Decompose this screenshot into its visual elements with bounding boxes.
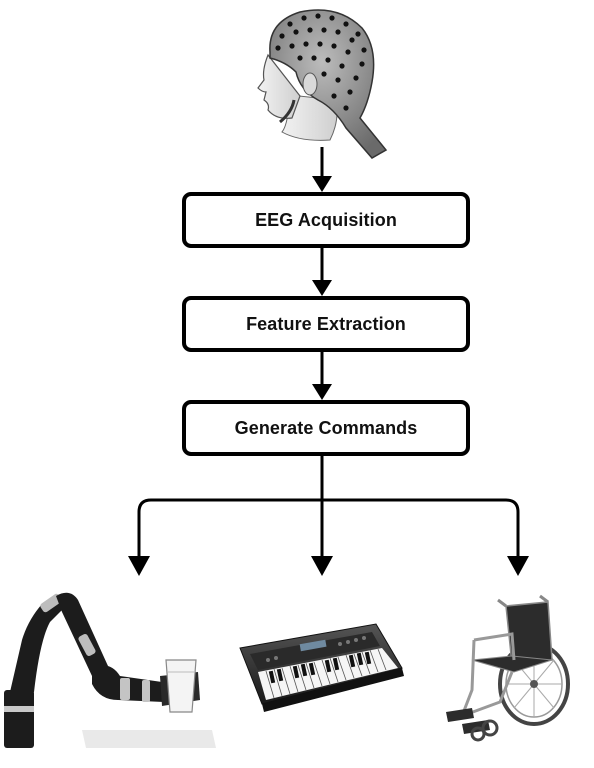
step-feature-extraction: Feature Extraction xyxy=(182,296,470,352)
step-generate-commands: Generate Commands xyxy=(182,400,470,456)
keyboard-icon xyxy=(239,623,404,712)
arrow-to-wheelchair xyxy=(507,556,529,576)
step-label: EEG Acquisition xyxy=(255,209,397,230)
branch-connector xyxy=(137,456,520,556)
wheelchair-icon xyxy=(446,594,570,742)
arrow-acquisition-to-extraction xyxy=(312,248,332,296)
robotic-arm-icon xyxy=(4,592,216,748)
eeg-cap-head-icon xyxy=(257,9,388,159)
step-label: Generate Commands xyxy=(234,417,418,438)
step-eeg-acquisition: EEG Acquisition xyxy=(182,192,470,248)
arrow-extraction-to-commands xyxy=(312,352,332,400)
arrow-to-keyboard xyxy=(311,556,333,576)
arrow-head-to-acquisition xyxy=(312,147,332,192)
step-label: Feature Extraction xyxy=(246,313,406,334)
arrow-to-robotic-arm xyxy=(128,556,150,576)
